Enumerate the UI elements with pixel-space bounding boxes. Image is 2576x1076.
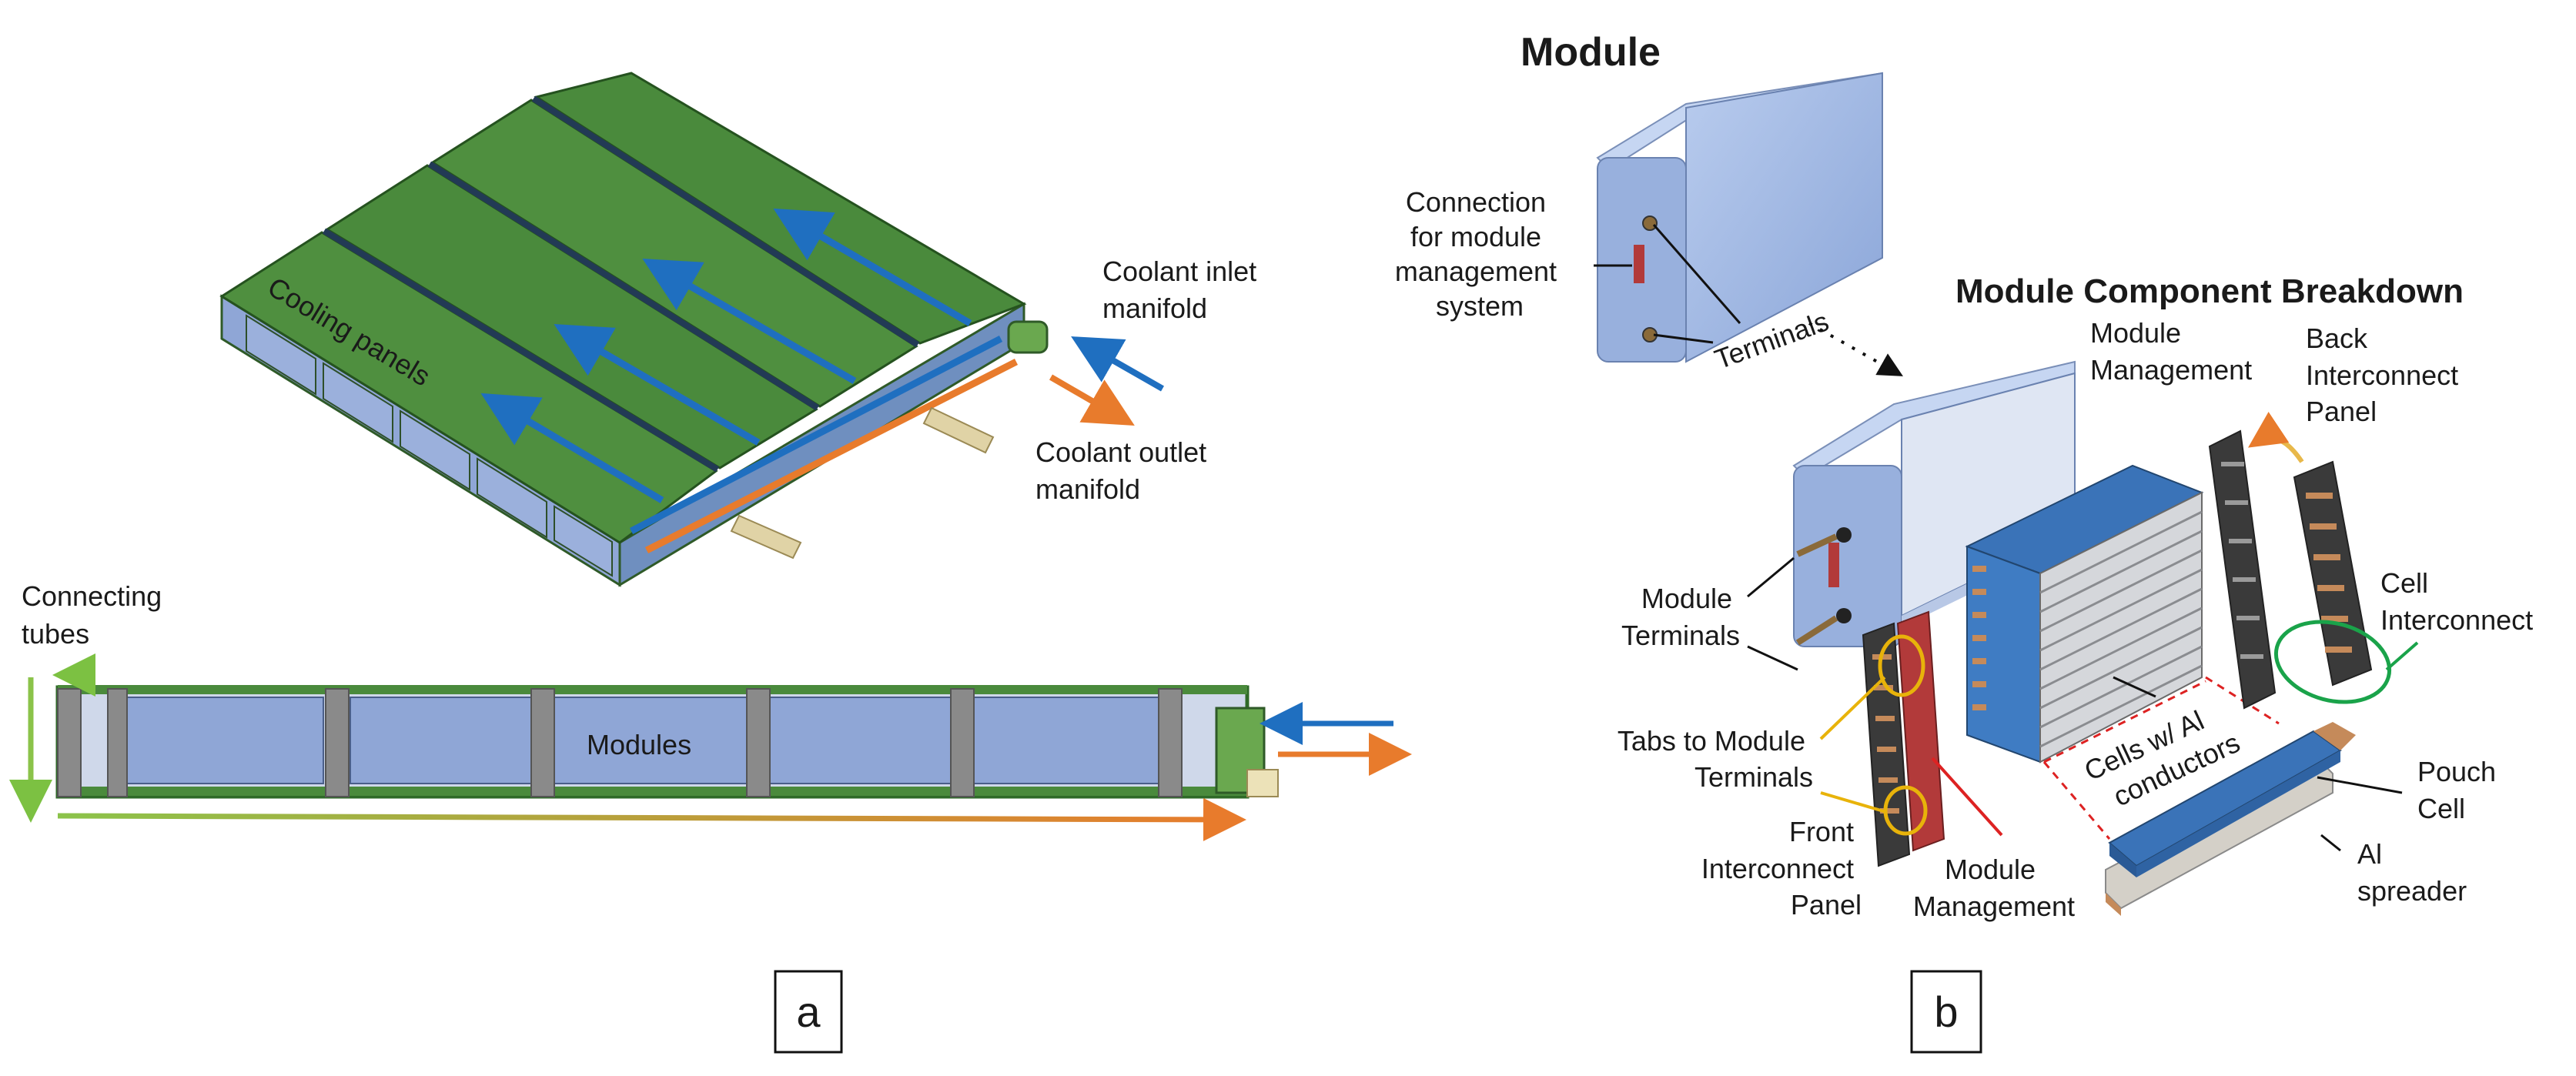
outlet-manifold-pipe (644, 358, 1019, 554)
pouch-cell-tab (2313, 722, 2356, 750)
front-interconnect-panel (1862, 622, 1911, 867)
terminals-leader-top (1652, 224, 1741, 324)
housing-terminal-post-top (1796, 533, 1838, 557)
cell-tab-marks (1972, 566, 1986, 710)
explode-dotted-arrow (1808, 322, 1903, 376)
support-beam-back (922, 406, 995, 454)
back-interconnect-label: Back Interconnect Panel (2306, 322, 2466, 427)
pouch-cell-leader (2317, 776, 2403, 794)
cells-leader (2113, 676, 2156, 698)
connecting-tubes-label: Connecting tubes (22, 580, 169, 650)
inlet-manifold-pipe (629, 336, 1003, 534)
terminal-top (1642, 216, 1658, 231)
modules-label: Modules (587, 729, 691, 760)
front-mm-board-red (1896, 610, 1945, 852)
side-view-modules (126, 697, 1167, 784)
side-view-spacers (57, 688, 1183, 797)
closed-module-side (1685, 72, 1883, 363)
cells-dashed-left (2042, 761, 2111, 840)
module-terminals-leader-top (1747, 556, 1795, 598)
bottom-cooling-rail (58, 787, 1247, 796)
pouch-cell-side (2136, 750, 2340, 877)
module-management-top-label: Module Management (2090, 317, 2252, 386)
cell-stack-side (2039, 491, 2203, 764)
pouch-cell-label: Pouch Cell (2417, 756, 2504, 824)
mm-board-slots (2221, 462, 2263, 659)
module-management-bottom-leader (1931, 757, 2003, 837)
housing-terminal-post-bottom (1795, 615, 1838, 646)
panel-b-label-box (1910, 970, 1982, 1054)
top-cooling-rail (58, 685, 1247, 694)
cell-interconnect-leader (2385, 641, 2419, 671)
module-terminals-leader-bottom (1747, 645, 1798, 671)
coolant-outlet-label: Coolant outlet manifold (1035, 436, 1214, 505)
breakdown-title: Module Component Breakdown (1955, 272, 2464, 310)
pouch-cell-assembly (2105, 722, 2356, 916)
tabs-leader-bottom (1820, 791, 1887, 814)
back-interconnect-tabs (2306, 493, 2352, 653)
cells-dashed-right (2205, 676, 2280, 725)
manifold-connector (1007, 320, 1049, 354)
terminals-leader-bottom (1653, 333, 1714, 344)
cell-plate-lines (2039, 510, 2203, 748)
coolant-inlet-label: Coolant inlet manifold (1102, 256, 1264, 324)
panel-b-label: b (1934, 987, 1958, 1036)
panel-a-label: a (796, 987, 821, 1036)
front-interconnect-label: Front Interconnect Panel (1701, 816, 1862, 921)
coolant-flow-arrows (480, 208, 972, 503)
tab-highlight-top (1878, 634, 1925, 697)
al-spreader-edge (2106, 893, 2121, 916)
pack-side-view (9, 653, 1412, 841)
tabs-to-terminals-label: Tabs to Module Terminals (1618, 725, 1813, 793)
connection-mms-label: Connection for module management system (1395, 186, 1564, 322)
module-title: Module (1521, 30, 1661, 75)
mms-connector (1634, 245, 1644, 283)
panel-flow-arrow-3 (642, 259, 857, 384)
cell-interconnect-highlight (2273, 620, 2392, 704)
panel-flow-arrow-2 (554, 323, 761, 446)
cell-stack (1965, 464, 2204, 764)
cooling-panel-strips (219, 72, 1027, 544)
pack-side-module-windows (246, 314, 613, 577)
closed-module-box (1596, 72, 1883, 363)
al-spreader-leader (2320, 834, 2341, 852)
al-spreader-label: Al spreader (2357, 838, 2467, 907)
module-management-board-top (2208, 429, 2277, 710)
cells-dashed-base (2043, 680, 2206, 764)
panel-gaps (322, 95, 920, 473)
panel-flow-arrow-1 (480, 393, 664, 503)
pack-isometric-view (219, 72, 1164, 587)
cell-interconnect-label: Cell Interconnect (2380, 567, 2533, 636)
panel-a-label-box (774, 970, 843, 1054)
module-terminals-label: Module Terminals (1621, 583, 1740, 651)
cell-stack-front (1966, 545, 2041, 764)
housing-terminal-bottom (1836, 608, 1852, 623)
panel-flow-arrow-4 (773, 208, 972, 326)
inlet-external-arrow (1071, 336, 1164, 392)
pouch-cell-front (2109, 843, 2136, 877)
housing-mms-connector (1828, 543, 1839, 587)
flip-arrow (2248, 412, 2304, 463)
module-management-bottom-label: Module Management (1913, 854, 2075, 922)
tabs-leader-top (1819, 676, 1886, 740)
return-flow-bottom-arrow (57, 797, 1246, 841)
housing-terminal-top (1836, 527, 1852, 543)
outlet-external-arrow (1049, 374, 1135, 426)
side-view-base-block (1246, 769, 1279, 797)
support-beam-front (730, 514, 802, 560)
